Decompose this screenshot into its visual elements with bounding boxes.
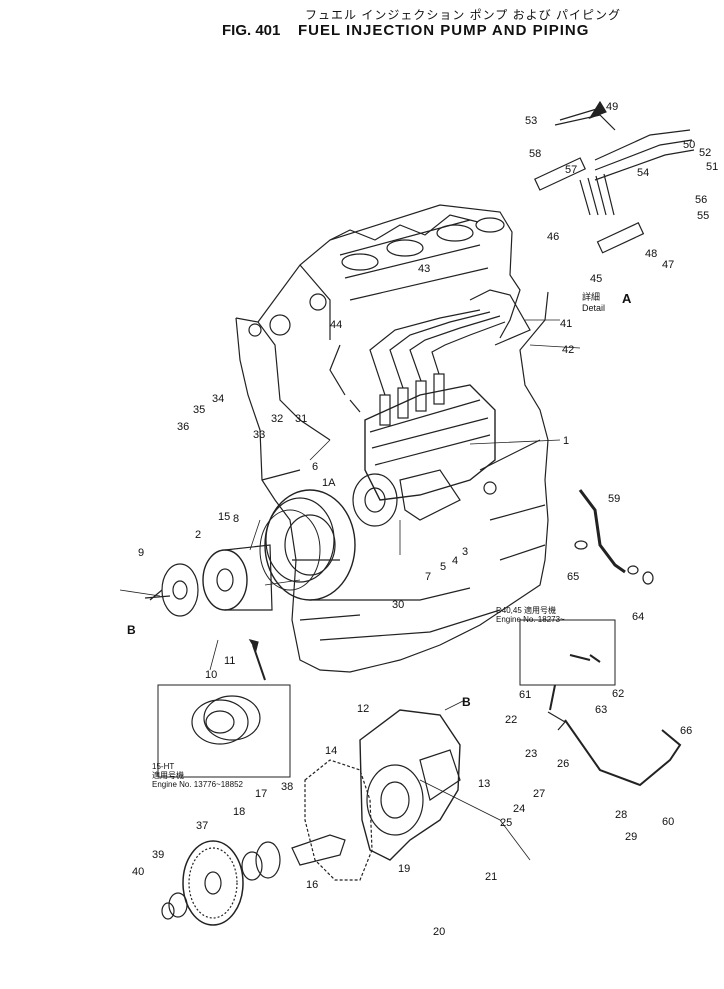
serial-label-right: 適用号機 — [524, 606, 557, 615]
part-number-14: 14 — [325, 745, 337, 757]
part-number-13: 13 — [478, 778, 490, 790]
serial-label-left: 適用号機 — [152, 771, 184, 780]
part-number-2: 2 — [195, 529, 201, 541]
part-number-54: 54 — [637, 167, 649, 179]
part-number-25: 25 — [500, 817, 512, 829]
part-number-43: 43 — [418, 263, 430, 275]
part-number-58: 58 — [529, 148, 541, 160]
serial-range-left: Engine No. 13776~18852 — [152, 780, 243, 789]
part-number-10: 10 — [205, 669, 217, 681]
detail-label-japanese: 詳細 — [582, 291, 600, 302]
part-number-53: 53 — [525, 115, 537, 127]
part-number-3: 3 — [462, 546, 468, 558]
view-marker-b-lower: B — [462, 695, 471, 709]
part-number-7: 7 — [425, 571, 431, 583]
view-marker-b-upper: B — [127, 623, 136, 637]
part-number-20: 20 — [433, 926, 445, 938]
part-number-27: 27 — [533, 788, 545, 800]
applicability-note-right: D40,45 適用号機 Engine No. 18273~ — [496, 606, 565, 624]
part-number-59: 59 — [608, 493, 620, 505]
engine-block-drawing — [119, 100, 695, 926]
part-number-26: 26 — [557, 758, 569, 770]
part-number-65: 65 — [567, 571, 579, 583]
part-number-63: 63 — [595, 704, 607, 716]
part-number-66: 66 — [680, 725, 692, 737]
part-number-16: 16 — [306, 879, 318, 891]
part-number-12: 12 — [357, 703, 369, 715]
part-number-42: 42 — [562, 344, 574, 356]
part-number-46: 46 — [547, 231, 559, 243]
part-number-49: 49 — [606, 101, 618, 113]
part-number-45: 45 — [590, 273, 602, 285]
figure-title-japanese: フュエル インジェクション ポンプ および パイピング — [305, 8, 621, 22]
model-right: D40,45 — [496, 606, 522, 615]
part-number-41: 41 — [560, 318, 572, 330]
model-left: 15-HT — [152, 762, 175, 771]
part-number-31: 31 — [295, 413, 307, 425]
part-number-34: 34 — [212, 393, 224, 405]
part-number-48: 48 — [645, 248, 657, 260]
part-number-6: 6 — [312, 461, 318, 473]
part-number-32: 32 — [271, 413, 283, 425]
part-number-4: 4 — [452, 555, 458, 567]
part-number-36: 36 — [177, 421, 189, 433]
part-number-51: 51 — [706, 161, 718, 173]
part-number-39: 39 — [152, 849, 164, 861]
part-number-labels: 11A2345678910111213141516171819202122232… — [132, 101, 718, 938]
part-number-60: 60 — [662, 816, 674, 828]
part-number-24: 24 — [513, 803, 525, 815]
part-number-30: 30 — [392, 599, 404, 611]
part-number-28: 28 — [615, 809, 627, 821]
part-number-22: 22 — [505, 714, 517, 726]
part-number-29: 29 — [625, 831, 637, 843]
figure-title: FUEL INJECTION PUMP AND PIPING — [298, 22, 590, 39]
detail-label: Detail — [582, 303, 605, 313]
detail-letter: A — [622, 291, 632, 306]
part-number-56: 56 — [695, 194, 707, 206]
part-number-9: 9 — [138, 547, 144, 559]
part-number-1: 1 — [563, 435, 569, 447]
serial-range-right: Engine No. 18273~ — [496, 615, 565, 624]
applicability-note-left: 15-HT 適用号機 Engine No. 13776~18852 — [152, 762, 243, 789]
part-number-19: 19 — [398, 863, 410, 875]
part-number-8: 8 — [233, 513, 239, 525]
part-number-21: 21 — [485, 871, 497, 883]
part-number-50: 50 — [683, 139, 695, 151]
part-number-18: 18 — [233, 806, 245, 818]
part-number-57: 57 — [565, 164, 577, 176]
part-number-40: 40 — [132, 866, 144, 878]
part-number-62: 62 — [612, 688, 624, 700]
part-number-44: 44 — [330, 319, 342, 331]
part-number-37: 37 — [196, 820, 208, 832]
part-number-17: 17 — [255, 788, 267, 800]
part-number-23: 23 — [525, 748, 537, 760]
part-number-61: 61 — [519, 689, 531, 701]
part-number-55: 55 — [697, 210, 709, 222]
part-number-5: 5 — [440, 561, 446, 573]
detail-a-label: 詳細 Detail A — [582, 291, 632, 313]
figure-header: フュエル インジェクション ポンプ および パイピング FIG. 401 FUE… — [0, 0, 724, 50]
part-number-33: 33 — [253, 429, 265, 441]
part-number-38: 38 — [281, 781, 293, 793]
part-number-52: 52 — [699, 147, 711, 159]
part-number-1a: 1A — [322, 477, 336, 489]
figure-number: FIG. 401 — [222, 22, 281, 39]
part-number-35: 35 — [193, 404, 205, 416]
part-number-47: 47 — [662, 259, 674, 271]
part-number-64: 64 — [632, 611, 644, 623]
part-number-11: 11 — [224, 655, 235, 667]
part-number-15: 15 — [218, 511, 230, 523]
